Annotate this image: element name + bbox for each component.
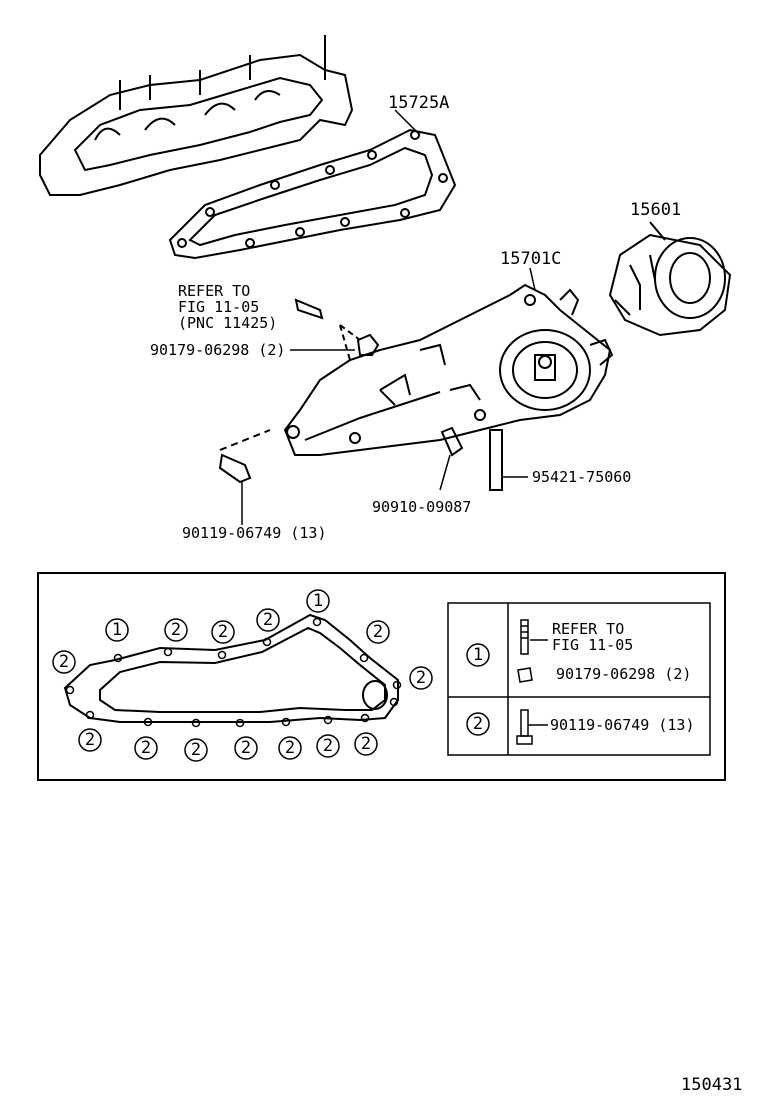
callout-number: 2 — [323, 736, 333, 756]
legend-key-2: 2 — [473, 714, 483, 734]
legend-nut-part: 90179-06298 (2) — [556, 665, 691, 683]
callout-number: 2 — [141, 738, 151, 758]
detail-box — [37, 572, 726, 781]
callout-number: 2 — [191, 740, 201, 760]
callout-number: 2 — [285, 738, 295, 758]
plug-drawing — [440, 426, 464, 457]
nut-part-number: 90179-06298 (2) — [150, 341, 285, 359]
callout-number: 2 — [241, 738, 251, 758]
gasket-part-number: 15725A — [388, 93, 449, 113]
callout-number: 2 — [361, 734, 371, 754]
flange-bolt-drawing — [218, 429, 271, 484]
gasket-bolt-holes — [65, 617, 402, 728]
leader-line — [439, 454, 451, 491]
refer-pnc-label: (PNC 11425) — [178, 314, 277, 332]
gasket-callout-numbers: 1 2 2 2 1 2 2 2 2 2 2 2 2 2 2 — [59, 591, 426, 760]
callout-number: 2 — [218, 622, 228, 642]
callout-number: 2 — [263, 610, 273, 630]
leader-line — [529, 267, 536, 291]
engine-block-drawing — [39, 35, 354, 196]
legend-table — [447, 602, 711, 756]
nut-drawing — [339, 324, 380, 361]
legend-refer-fig: FIG 11-05 — [552, 636, 633, 654]
leader-line — [394, 109, 421, 136]
pin-part-number: 95421-75060 — [532, 468, 631, 486]
legend-nut-icon — [517, 667, 533, 683]
plug-part-number: 90910-09087 — [372, 498, 471, 516]
callout-number: 2 — [171, 620, 181, 640]
stud-bolt-drawing — [294, 298, 324, 320]
pin-drawing — [489, 429, 503, 491]
callout-number: 1 — [112, 620, 122, 640]
oil-cooler-part-number: 15701C — [500, 249, 561, 269]
legend-key-1: 1 — [473, 645, 483, 665]
callout-number: 2 — [85, 730, 95, 750]
legend-bolt-part: 90119-06749 (13) — [550, 716, 695, 734]
callout-number: 2 — [373, 622, 383, 642]
oil-filter-part-number: 15601 — [630, 200, 681, 220]
refer-to-label: REFER TO — [178, 282, 250, 300]
refer-fig-label: FIG 11-05 — [178, 298, 259, 316]
figure-number: 150431 — [681, 1075, 742, 1095]
legend-stud-icon — [520, 619, 529, 655]
legend-key-circles — [466, 643, 490, 736]
bolt-part-number: 90119-06749 (13) — [182, 524, 327, 542]
gasket-callouts — [52, 589, 433, 762]
callout-number: 1 — [313, 591, 323, 611]
callout-number: 2 — [59, 652, 69, 672]
gasket-15725A-drawing — [168, 128, 457, 260]
oil-filter-drawing — [608, 221, 732, 337]
callout-number: 2 — [416, 668, 426, 688]
legend-refer-to: REFER TO — [552, 620, 624, 638]
legend-bolt-icon — [516, 709, 533, 745]
